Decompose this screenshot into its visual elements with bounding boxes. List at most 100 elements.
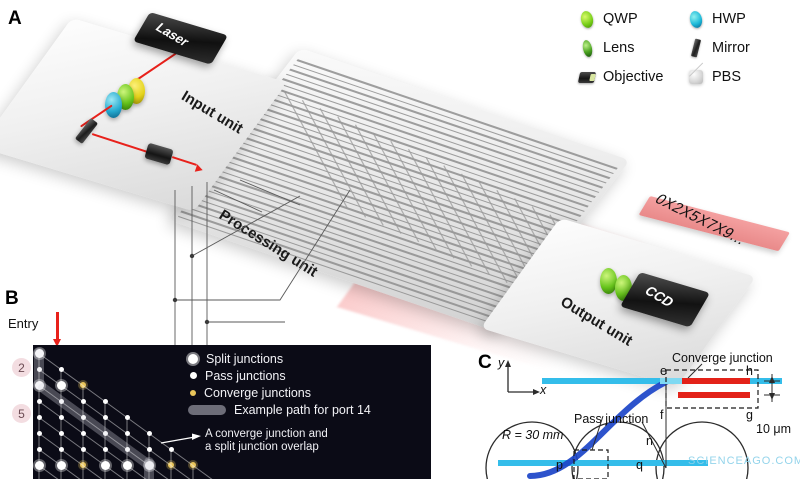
pass-junction-node [36, 430, 42, 436]
port-number-2: 2 [12, 358, 31, 377]
junction-link [38, 433, 62, 450]
split-junction-node [34, 348, 44, 358]
junction-link [192, 465, 194, 479]
pass-junction-node [36, 446, 42, 452]
converge-junction-node [190, 462, 196, 468]
junction-link [60, 465, 84, 479]
pass-junction-dot-icon [190, 372, 197, 379]
junction-link [82, 385, 106, 402]
legend-label-mirror: Mirror [712, 39, 750, 56]
region-label-p: p [556, 458, 563, 472]
input-pbs-optic [105, 92, 122, 118]
legend-label-lens: Lens [603, 39, 635, 56]
legend-row-pass: Pass junctions [188, 367, 423, 384]
corner-label-f: f [660, 408, 664, 422]
legend-label-objective: Objective [603, 69, 664, 86]
pass-junction-node [36, 414, 42, 420]
panel-b-junction-network: Split junctions Pass junctions Converge … [33, 345, 431, 479]
panel-b-legend: Split junctions Pass junctions Converge … [188, 350, 423, 418]
split-junction-node [144, 460, 154, 470]
radius-circle-1 [485, 421, 579, 484]
junction-link [60, 433, 84, 450]
example-path-band [34, 348, 44, 390]
x-axis-arrow [533, 389, 540, 395]
pass-junction-node [168, 446, 174, 452]
pass-junction-node [36, 366, 42, 372]
axis-label-x: x [540, 383, 547, 397]
pbs-cube-icon [687, 62, 705, 87]
pass-junction-node [146, 430, 152, 436]
split-junction-dot-icon [188, 353, 198, 364]
entry-label: Entry [8, 316, 39, 331]
legend-item-pbs: PBS [687, 62, 796, 87]
junction-link [82, 449, 106, 466]
converge-junction-dot-icon [190, 389, 196, 396]
panel-c-waveguide-geometry: y x R = 30 mm p q n Pass junction Conver… [470, 350, 800, 484]
legend-item-objective: Objective [577, 67, 687, 87]
legend-label-split: Split junctions [206, 351, 284, 366]
converge-junction-label: Converge junction [672, 351, 773, 365]
converge-junction-node [80, 462, 86, 468]
waveguide-lower [498, 460, 708, 466]
junction-link [192, 465, 216, 479]
example-path-band [144, 457, 154, 479]
junction-link [104, 401, 106, 479]
scale-label: 10 μm [756, 422, 791, 436]
pass-junction-node [80, 446, 86, 452]
port-number-5: 5 [12, 404, 31, 423]
overlap-annotation-line2: a split junction overlap [205, 441, 319, 453]
pass-junction-node [80, 398, 86, 404]
pass-junction-node [124, 446, 130, 452]
pass-junction-node [124, 430, 130, 436]
split-junction-node [56, 380, 66, 390]
pass-junction-node [58, 366, 64, 372]
output-lens-1 [600, 268, 617, 294]
converge-leader [687, 363, 703, 379]
pass-junction-node [102, 414, 108, 420]
ccd-label: CCD [641, 283, 678, 310]
legend-row-converge: Converge junctions [188, 384, 423, 401]
split-junction-node [122, 460, 132, 470]
n-leader [641, 421, 667, 469]
legend-row-split: Split junctions [188, 350, 423, 367]
y-axis-arrow [505, 360, 511, 367]
coupling-region-upper [678, 378, 750, 384]
junction-link [104, 401, 128, 418]
legend-label-converge: Converge junctions [204, 385, 312, 400]
corner-label-e: e [660, 364, 667, 378]
junction-link [126, 417, 150, 434]
legend-row-path: Example path for port 14 [188, 401, 423, 418]
pass-junction-node [124, 414, 130, 420]
legend-label-pbs: PBS [712, 69, 742, 86]
pass-junction-node [58, 414, 64, 420]
pass-junction-label: Pass junction [574, 412, 649, 426]
legend-label-hwp: HWP [712, 10, 746, 27]
example-path-band-icon [188, 404, 226, 415]
region-label-n: n [646, 434, 653, 448]
pass-junction-node [80, 414, 86, 420]
split-junction-node [100, 460, 110, 470]
axis-label-y: y [498, 356, 505, 370]
pass-leader [591, 415, 604, 451]
coupling-region-lower [678, 392, 750, 398]
pass-junction-node [58, 398, 64, 404]
result-readout-bar: 0X2X5X7X9... [638, 191, 790, 252]
overlap-annotation-arrow [161, 433, 201, 444]
panel-letter-c: C [478, 352, 492, 373]
radius-label: R = 30 mm [502, 428, 564, 442]
pass-junction-node [102, 446, 108, 452]
legend-item-mirror: Mirror [687, 38, 796, 58]
legend-label-pass: Pass junctions [205, 368, 286, 383]
optics-legend: QWP HWP Lens Mirror Objective PBS [577, 4, 796, 92]
pass-junction-node [36, 398, 42, 404]
panel-a-schematic: Processing unit Input unit Laser Output … [0, 12, 790, 387]
legend-item-lens: Lens [578, 38, 687, 58]
watermark: SCIENCEAGO.COM [688, 455, 800, 467]
pass-junction-node [80, 430, 86, 436]
panel-c-drawing [485, 360, 782, 484]
legend-item-qwp: QWP [578, 9, 687, 29]
region-label-q: q [636, 458, 643, 472]
overlap-annotation-line1: A converge junction and [205, 428, 328, 440]
junction-link [170, 449, 194, 466]
